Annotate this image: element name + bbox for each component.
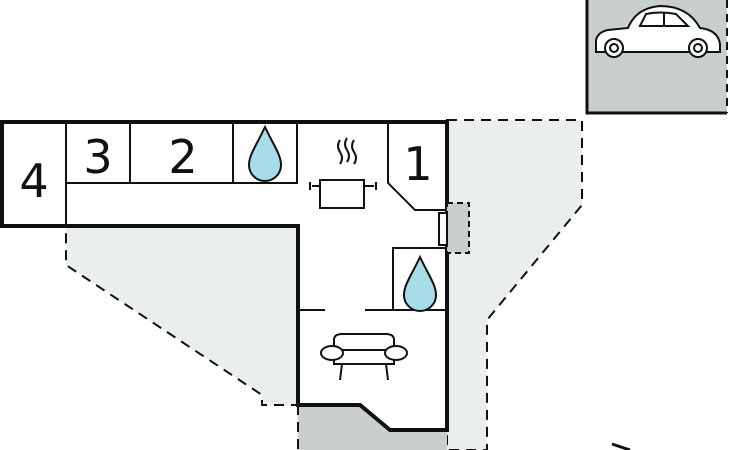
room-label-4: 4 bbox=[19, 154, 48, 208]
room-label-1: 1 bbox=[403, 137, 432, 191]
car-icon bbox=[595, 4, 721, 58]
cooking-pot-icon bbox=[309, 137, 377, 209]
terrace-right bbox=[446, 119, 583, 450]
entrance-step bbox=[446, 202, 470, 254]
water-drop-icon bbox=[247, 124, 283, 182]
room-label-2: 2 bbox=[168, 130, 197, 184]
entrance-door bbox=[438, 212, 448, 246]
inner-walls bbox=[65, 122, 447, 311]
terrace-left bbox=[65, 225, 299, 406]
room-label-3: 3 bbox=[83, 130, 112, 184]
water-drop-icon bbox=[402, 254, 438, 312]
sofa-icon bbox=[320, 333, 408, 381]
